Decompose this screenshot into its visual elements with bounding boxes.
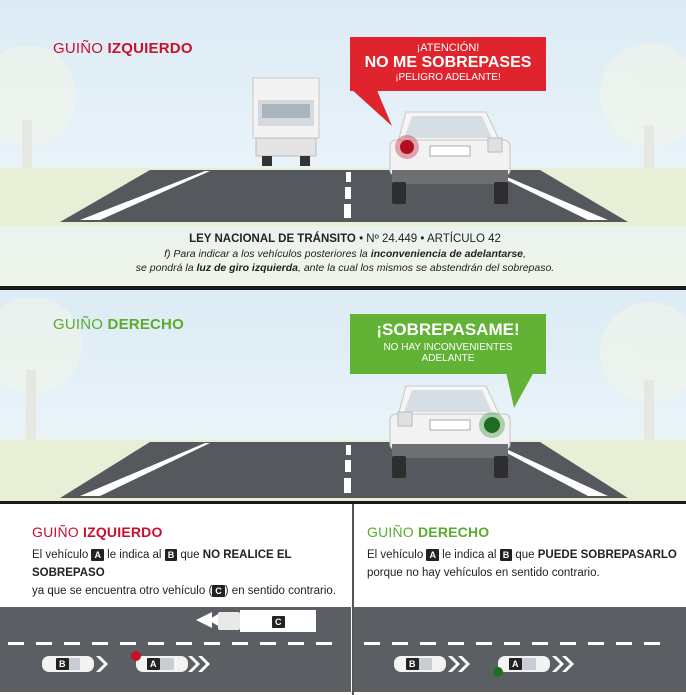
title-prefix: GUIÑO: [53, 316, 108, 333]
truck-c-icon: [196, 610, 316, 632]
text-part: ya que se encuentra otro vehículo (: [32, 585, 213, 597]
tree-left-icon: [0, 297, 82, 445]
text-part: El vehículo: [367, 549, 427, 561]
bubble-line-2: NO ME SOBREPASES: [364, 54, 532, 71]
title-main: IZQUIERDO: [107, 40, 193, 57]
panel-divider-1: [0, 286, 686, 290]
law-text-2: se pondrá la: [135, 262, 197, 274]
law-text-2-end: , ante la cual los mismos se abstendrán …: [298, 262, 555, 274]
bubble-line-3: ADELANTE: [421, 353, 475, 364]
law-text-1-end: ,: [523, 248, 526, 260]
car-rear-icon: [389, 111, 511, 204]
car-b-icon: [42, 656, 108, 672]
right-signal-panel: GUIÑO DERECHO ¡SOBREPASAME! NO HAY INCON…: [0, 290, 686, 502]
left-blinker-icon: [131, 651, 141, 661]
bubble-pointer: [506, 372, 534, 408]
bubble-line-1: ¡ATENCIÓN!: [416, 42, 480, 54]
example-right-text: El vehículo A le indica al B que PUEDE S…: [367, 546, 682, 582]
law-title: LEY NACIONAL DE TRÁNSITO • Nº 24.449 • A…: [60, 233, 630, 245]
text-part: le indica al: [103, 549, 165, 561]
overtake-examples-panel: GUIÑO IZQUIERDO El vehículo A le indica …: [0, 504, 686, 695]
column-separator: [352, 504, 354, 695]
left-signal-panel: GUIÑO IZQUIERDO ¡ATENCIÓN! NO ME SOBREPA…: [0, 0, 686, 288]
lane-line-left: [80, 443, 210, 496]
bubble-pointer: [350, 88, 392, 126]
law-title-main: LEY NACIONAL DE TRÁNSITO: [189, 233, 356, 245]
bubble-line-2: NO HAY INCONVENIENTES: [383, 342, 513, 353]
badge-b: B: [164, 549, 178, 561]
text-part: le indica al: [438, 549, 500, 561]
badge-c: C: [212, 585, 225, 597]
right-signal-scene: [0, 297, 686, 502]
example-right-title: GUIÑO DERECHO: [367, 524, 489, 540]
label-b: B: [406, 658, 419, 670]
example-left-title: GUIÑO IZQUIERDO: [32, 524, 163, 540]
road-left: C B A: [0, 604, 351, 695]
title-prefix: GUIÑO: [367, 524, 418, 540]
left-blinker-icon: [400, 140, 414, 154]
bubble-line-1: ¡SOBREPASAME!: [376, 320, 520, 339]
car-rear-icon: [389, 385, 511, 478]
go-ahead-bubble: ¡SOBREPASAME! NO HAY INCONVENIENTES ADEL…: [350, 314, 546, 374]
law-title-article: • Nº 24.449 • ARTÍCULO 42: [355, 233, 501, 245]
law-text-1: f) Para indicar a los vehículos posterio…: [164, 248, 371, 260]
truck-icon: [252, 77, 320, 166]
tree-right-icon: [600, 43, 686, 175]
label-b: B: [56, 658, 69, 670]
text-part: que: [177, 549, 203, 561]
label-a: A: [509, 658, 522, 670]
badge-a: A: [426, 549, 439, 561]
title-prefix: GUIÑO: [32, 524, 83, 540]
title-main: DERECHO: [107, 316, 184, 333]
tree-right-icon: [600, 302, 686, 445]
text-part: que: [512, 549, 538, 561]
car-a-icon: [493, 656, 574, 677]
road-right: B A: [354, 604, 686, 695]
text-part: ) en sentido contrario.: [224, 585, 337, 597]
law-text-2-bold: luz de giro izquierda: [196, 262, 298, 274]
panel-title: GUIÑO IZQUIERDO: [53, 40, 193, 57]
lane-line-right: [488, 171, 608, 220]
car-a-icon: [131, 651, 210, 672]
text-strong: NO REALICE EL SOBREPASO: [32, 549, 292, 579]
lane-line-left: [80, 171, 210, 220]
badge-a: A: [91, 549, 104, 561]
title-main: IZQUIERDO: [82, 524, 163, 540]
title-main: DERECHO: [417, 524, 490, 540]
law-text-1-bold: inconveniencia de adelantarse: [370, 248, 523, 260]
example-left-text: El vehículo A le indica al B que NO REAL…: [32, 546, 350, 600]
text-part: porque no hay vehículos en sentido contr…: [367, 567, 600, 579]
lane-line-right: [488, 443, 608, 496]
label-a: A: [147, 658, 160, 670]
warning-bubble: ¡ATENCIÓN! NO ME SOBREPASES ¡PELIGRO ADE…: [350, 37, 546, 91]
panel-title: GUIÑO DERECHO: [53, 316, 184, 333]
right-blinker-icon: [484, 417, 500, 433]
text-strong: PUEDE SOBREPASARLO: [537, 549, 677, 561]
law-caption: LEY NACIONAL DE TRÁNSITO • Nº 24.449 • A…: [60, 233, 630, 275]
tree-left-icon: [0, 45, 76, 175]
panel-divider-2: [0, 501, 686, 505]
badge-b: B: [499, 549, 513, 561]
text-part: El vehículo: [32, 549, 92, 561]
title-prefix: GUIÑO: [53, 40, 108, 57]
law-text: f) Para indicar a los vehículos posterio…: [60, 247, 630, 275]
label-c: C: [272, 616, 285, 628]
bubble-line-3: ¡PELIGRO ADELANTE!: [395, 72, 501, 83]
right-blinker-icon: [493, 667, 503, 677]
left-signal-scene: [0, 43, 686, 226]
